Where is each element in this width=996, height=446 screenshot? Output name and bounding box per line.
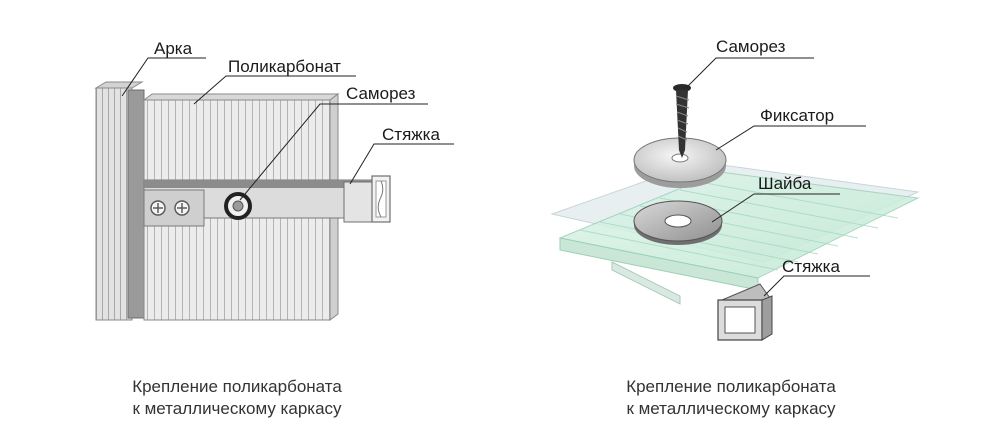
- label-fixator: Фиксатор: [760, 106, 834, 125]
- label-screw-right: Саморез: [716, 37, 786, 56]
- fixator: [633, 137, 727, 188]
- caption-right-line2: к металлическому каркасу: [626, 399, 836, 418]
- right-figure: Саморез Фиксатор Шайба Стяжка: [550, 37, 920, 341]
- left-leaders: [121, 57, 454, 201]
- label-tie-left: Стяжка: [382, 125, 440, 144]
- caption-left-line1: Крепление поликарбоната: [132, 377, 342, 396]
- label-screw-left: Саморез: [346, 84, 416, 103]
- caption-left-line2: к металлическому каркасу: [132, 399, 342, 418]
- caption-right: Крепление поликарбоната к металлическому…: [566, 376, 896, 420]
- label-polycarbonate: Поликарбонат: [228, 57, 341, 76]
- mounting-plate: [143, 189, 205, 227]
- screw-ring: [224, 192, 252, 220]
- left-figure: Арка Поликарбонат Саморез Стяжка: [94, 39, 454, 321]
- caption-right-line1: Крепление поликарбоната: [626, 377, 836, 396]
- square-tube: [717, 283, 773, 341]
- label-tie-right: Стяжка: [782, 257, 840, 276]
- arch-profile: [94, 81, 145, 321]
- caption-left: Крепление поликарбоната к металлическому…: [72, 376, 402, 420]
- label-arka: Арка: [154, 39, 193, 58]
- screw: [673, 84, 691, 158]
- label-washer: Шайба: [758, 174, 812, 193]
- right-leaders: [685, 57, 870, 297]
- polycarbonate-sheets: [550, 161, 920, 305]
- washer: [633, 200, 723, 245]
